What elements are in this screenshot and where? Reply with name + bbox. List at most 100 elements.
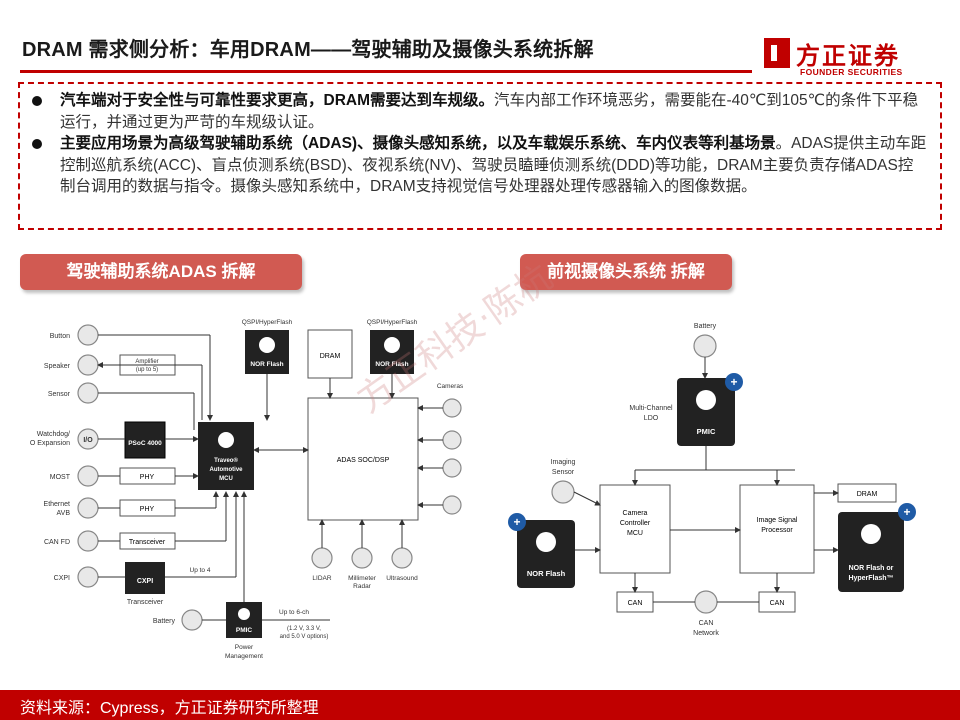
cxpi-chip-label: CXPI [137,578,153,585]
power-mgmt-label: Power [235,644,254,651]
cxpi-icon [77,566,99,588]
imaging-sensor-label: Imaging [551,459,576,466]
logo-subtitle: FOUNDER SECURITIES [800,67,903,77]
input-label: Button [50,333,70,340]
radar-icon [351,547,373,569]
bullet-dot-icon [32,139,42,149]
plus-glyph: + [903,505,910,519]
psoc-chip [124,421,166,459]
pmic-chip [677,378,735,446]
io-glyph: I/O [83,437,93,444]
isp-box [739,484,815,574]
cypress-logo-icon [861,524,881,544]
cypress-logo-icon [696,390,716,410]
title-rule [20,70,752,73]
nor-hyper-label: HyperFlash™ [848,575,893,582]
source-note: 资料来源：Cypress，方正证券研究所整理 [20,700,319,717]
nor-flash-chip [517,520,575,588]
camera-icon [442,398,462,418]
plus-glyph: + [513,515,520,529]
bullet-item: 主要应用场景为高级驾驶辅助系统（ADAS)、摄像头感知系统，以及车载娱乐系统、车… [30,133,928,198]
dram-label: DRAM [857,491,878,498]
phy-label: PHY [140,506,155,513]
cypress-logo-icon [238,608,250,620]
input-label: AVB [57,510,71,517]
can-label: CAN [770,600,785,607]
voltage-label: and 5.0 V options) [280,634,329,640]
input-label: CAN FD [44,539,70,546]
ldo-label: Multi-Channel [629,405,673,412]
cypress-logo-icon [384,337,400,353]
nor-hyperflash-chip [838,512,904,592]
bullet-bold: 汽车端对于安全性与可靠性要求更高，DRAM需要达到车规级。 [60,92,494,109]
canfd-icon [77,530,99,552]
adas-soc-box [307,397,419,521]
bullet-text: 。ADAS提供主动车距控制巡航系统(ACC)、盲点侦测系统(BSD)、夜视系统(… [60,135,927,195]
nor-flash-label: NOR Flash [250,361,283,368]
isp-label: Processor [761,527,793,534]
imaging-sensor-label: Sensor [552,469,575,476]
speaker-icon [77,354,99,376]
adas-heading: 驾驶辅助系统ADAS 拆解 [20,254,302,290]
nor-flash-label: NOR Flash [375,361,408,368]
button-icon [77,324,99,346]
plus-icon [725,373,743,391]
bullet-item: 汽车端对于安全性与可靠性要求更高，DRAM需要达到车规级。汽车内部工作环境恶劣，… [30,90,928,133]
transceiver-label: Transceiver [127,599,164,606]
pmic-label: PMIC [236,627,253,634]
controller-label: MCU [627,530,643,537]
ethernet-icon [77,497,99,519]
psoc-label: PSoC 4000 [128,440,162,447]
camera-icon [442,430,462,450]
logo-name: 方正证券 [796,43,900,70]
qspi-label: QSPI/HyperFlash [242,319,293,326]
page-title: DRAM 需求侧分析：车用DRAM——驾驶辅助及摄像头系统拆解 [22,39,594,61]
input-label: Sensor [48,391,71,398]
can-network-label: Network [693,630,719,637]
summary-box: 汽车端对于安全性与可靠性要求更高，DRAM需要达到车规级。汽车内部工作环境恶劣，… [18,82,942,230]
input-label: I/O Expansion [30,440,70,447]
founder-logo-icon [764,38,790,68]
input-label: Speaker [44,363,71,370]
adas-diagram: Button Speaker Sensor Watchdog/ I/O Expa… [30,319,464,660]
mcu-label: Automotive [210,467,244,473]
footer-bar: 资料来源：Cypress，方正证券研究所整理 [0,690,960,720]
can-label: CAN [628,600,643,607]
battery-icon [693,334,717,358]
sensor-label: Radar [353,583,372,590]
input-label: Watchdog/ [37,431,70,438]
input-label: CXPI [54,575,70,582]
input-label: Ethernet [44,501,71,508]
sensor-label: Millimeter [348,575,377,582]
battery-label: Battery [694,323,717,330]
bullet-dot-icon [32,96,42,106]
nor-hyper-label: NOR Flash or [849,565,894,572]
camera-heading: 前视摄像头系统 拆解 [520,254,732,290]
connector [573,491,601,506]
controller-label: Controller [620,520,651,527]
cypress-logo-icon [259,337,275,353]
up-to-4-label: Up to 4 [190,567,211,574]
plus-glyph: + [730,375,737,389]
camera-icon [442,495,462,515]
phy-label: PHY [140,474,155,481]
voltage-label: (1.2 V, 3.3 V, [287,626,321,632]
cypress-logo-icon [218,432,234,448]
power-mgmt-label: Management [225,653,263,660]
plus-icon [508,513,526,531]
sensor-icon [77,382,99,404]
nor-flash-label: NOR Flash [527,569,566,578]
mcu-label: Traveo® [214,457,238,464]
ldo-label: LDO [644,415,659,422]
lidar-icon [311,547,333,569]
mcu-label: MCU [219,476,233,482]
sensor-label: LIDAR [312,575,331,582]
battery-icon [181,609,203,631]
ultrasound-icon [391,547,413,569]
cypress-logo-icon [536,532,556,552]
can-network-icon [694,590,718,614]
dram-label: DRAM [320,353,341,360]
input-label: MOST [50,474,71,481]
cameras-label: Cameras [437,383,464,390]
bullet-bold: 主要应用场景为高级驾驶辅助系统（ADAS)、摄像头感知系统，以及车载娱乐系统、车… [60,135,776,152]
